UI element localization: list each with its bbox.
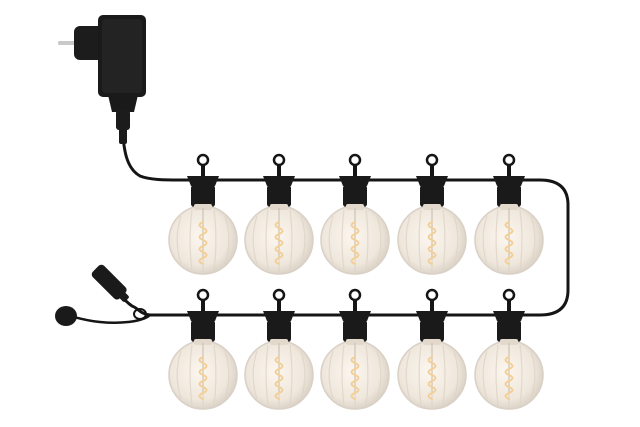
- globe-bulb-icon: [474, 153, 544, 275]
- globe-bulb-icon: [397, 288, 467, 410]
- side-loop-cable: [539, 205, 570, 317]
- globe-bulb-icon: [320, 288, 390, 410]
- end-connector-icon: [55, 264, 129, 326]
- globe-bulb-icon: [168, 153, 238, 275]
- globe-bulb-icon: [244, 153, 314, 275]
- globe-bulb-icon: [244, 288, 314, 410]
- adapter-cord: [120, 127, 181, 182]
- tail-coil-ring: [133, 308, 147, 320]
- globe-bulb-icon: [397, 153, 467, 275]
- globe-bulb-icon: [474, 288, 544, 410]
- bulb-grid: [168, 153, 544, 410]
- power-adapter-icon: [58, 15, 146, 144]
- top-row-cable: [180, 178, 570, 206]
- globe-bulb-icon: [320, 153, 390, 275]
- globe-bulb-icon: [168, 288, 238, 410]
